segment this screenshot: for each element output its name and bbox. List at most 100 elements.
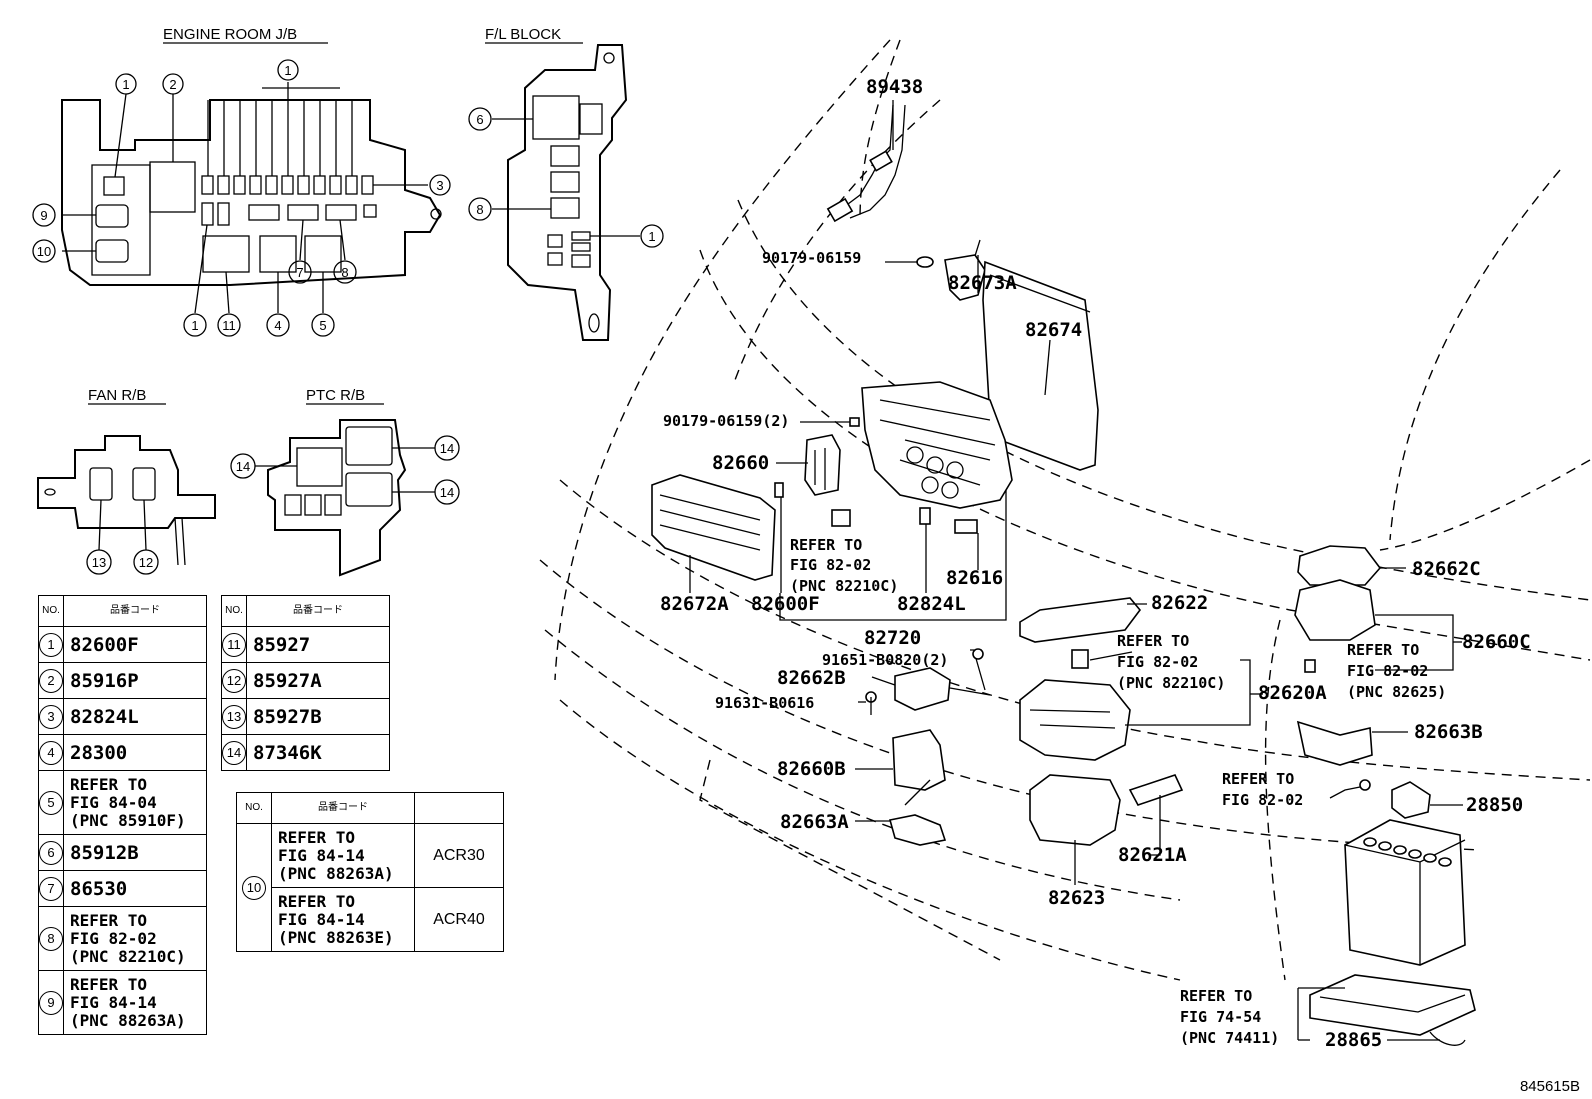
table-row: 7 86530	[38, 870, 207, 907]
callout-7: 7	[296, 265, 303, 280]
ref-d-line2: FIG 82-02	[1222, 791, 1303, 809]
callout-10: 10	[37, 244, 51, 259]
ptc-rb-drawing: PTC R/B 14 14 14	[230, 387, 460, 577]
callout-1: 1	[191, 318, 198, 333]
table-row: 5 REFER TO FIG 84-04 (PNC 85910F)	[38, 770, 207, 835]
row-number: 10	[242, 875, 266, 900]
label-82674: 82674	[1025, 319, 1082, 341]
row-number: 7	[39, 876, 63, 901]
label-82663A: 82663A	[780, 811, 849, 833]
ref-a-line3: (PNC 82210C)	[790, 577, 898, 595]
row-part: 85912B	[63, 834, 207, 871]
label-82720: 82720	[864, 627, 921, 649]
label-91651-B0820: 91651-B0820(2)	[822, 651, 948, 669]
row-part: REFER TO FIG 84-14 (PNC 88263E)	[271, 887, 415, 952]
label-82616: 82616	[946, 567, 1003, 589]
table-header: NO. 品番コード	[221, 595, 390, 627]
ref-a-line2: FIG 82-02	[790, 556, 871, 574]
label-28850: 28850	[1466, 794, 1523, 816]
table-row: 11 85927	[221, 626, 390, 663]
callout-1: 1	[122, 77, 129, 92]
model-table: NO. 品番コード 10 REFER TO FIG 84-14 (PNC 882…	[236, 792, 504, 952]
row-model: ACR40	[414, 887, 504, 952]
callout-1: 1	[648, 229, 655, 244]
ref-c-line2: FIG 82-02	[1347, 662, 1428, 680]
table-header: NO. 品番コード	[38, 595, 207, 627]
table-header: NO. 品番コード	[236, 792, 504, 824]
fl-block-drawing: F/L BLOCK 6 8 1	[468, 26, 664, 341]
row-part: 85927A	[246, 662, 390, 699]
label-82673A: 82673A	[948, 272, 1017, 294]
row-number: 4	[39, 740, 63, 765]
label-82660C: 82660C	[1462, 631, 1531, 653]
engine-room-jb-title: ENGINE ROOM J/B	[163, 26, 297, 43]
row-part: 82600F	[63, 626, 207, 663]
engine-room-jb-drawing: ENGINE ROOM J/B	[32, 26, 451, 337]
row-part: 86530	[63, 870, 207, 907]
fl-block-title: F/L BLOCK	[485, 26, 561, 43]
row-number: 8	[39, 926, 63, 951]
table-row: 13 85927B	[221, 698, 390, 735]
label-82663B: 82663B	[1414, 721, 1483, 743]
callout-12: 12	[139, 555, 153, 570]
label-82600F: 82600F	[751, 593, 820, 615]
ref-c-line3: (PNC 82625)	[1347, 683, 1446, 701]
ref-e-line2: FIG 74-54	[1180, 1008, 1261, 1026]
row-part: 85916P	[63, 662, 207, 699]
ref-e-line1: REFER TO	[1180, 987, 1252, 1005]
parts-table-right: NO. 品番コード 11 85927 12 85927A 13 85927B 1…	[221, 595, 390, 771]
callout-13: 13	[92, 555, 106, 570]
ref-a-line1: REFER TO	[790, 536, 862, 554]
callout-14: 14	[440, 485, 454, 500]
table-row: 6 85912B	[38, 834, 207, 871]
callout-14: 14	[236, 459, 250, 474]
label-82620A: 82620A	[1258, 682, 1327, 704]
row-number: 13	[222, 704, 246, 729]
row-part: 85927	[246, 626, 390, 663]
callout-1: 1	[284, 63, 291, 78]
label-82672A: 82672A	[660, 593, 729, 615]
fan-rb-title: FAN R/B	[88, 387, 146, 404]
ref-b-line3: (PNC 82210C)	[1117, 674, 1225, 692]
label-90179-06159: 90179-06159	[762, 249, 861, 267]
ptc-rb-title: PTC R/B	[306, 387, 365, 404]
callout-9: 9	[40, 208, 47, 223]
ref-e-line3: (PNC 74411)	[1180, 1029, 1279, 1047]
row-part: REFER TO FIG 84-04 (PNC 85910F)	[63, 770, 207, 835]
parts-table-left: NO. 品番コード 1 82600F 2 85916P 3 82824L 4 2…	[38, 595, 207, 1035]
row-part: REFER TO FIG 84-14 (PNC 88263A)	[63, 970, 207, 1035]
ref-d-line1: REFER TO	[1222, 770, 1294, 788]
fan-rb-drawing: FAN R/B 13 12	[37, 387, 216, 575]
part-drawings	[651, 104, 1476, 1046]
table-row: 1 82600F	[38, 626, 207, 663]
row-number: 9	[39, 990, 63, 1015]
leader-lines	[689, 100, 1463, 1041]
table-row: 9 REFER TO FIG 84-14 (PNC 88263A)	[38, 970, 207, 1035]
row-part: 82824L	[63, 698, 207, 735]
label-28865: 28865	[1325, 1029, 1382, 1051]
table-row: REFER TO FIG 84-14 (PNC 88263E) ACR40	[237, 887, 504, 952]
header-no: NO.	[221, 595, 247, 627]
ref-b-line1: REFER TO	[1117, 632, 1189, 650]
label-82824L: 82824L	[897, 593, 966, 615]
row-number: 11	[222, 632, 246, 657]
ref-b-line2: FIG 82-02	[1117, 653, 1198, 671]
label-82660: 82660	[712, 452, 769, 474]
callout-14: 14	[440, 441, 454, 456]
row-model: ACR30	[414, 823, 504, 888]
table-row: 14 87346K	[221, 734, 390, 771]
label-91631-B0616: 91631-B0616	[715, 694, 814, 712]
label-82623: 82623	[1048, 887, 1105, 909]
row-number: 12	[222, 668, 246, 693]
row-number: 1	[39, 632, 63, 657]
vehicle-body-outline	[539, 39, 1591, 981]
header-no: NO.	[38, 595, 64, 627]
callout-5: 5	[319, 318, 326, 333]
table-row: 8 REFER TO FIG 82-02 (PNC 82210C)	[38, 906, 207, 971]
label-82660B: 82660B	[777, 758, 846, 780]
label-82662B: 82662B	[777, 667, 846, 689]
table-row: 3 82824L	[38, 698, 207, 735]
row-part: REFER TO FIG 84-14 (PNC 88263A)	[271, 823, 415, 888]
row-number: 2	[39, 668, 63, 693]
